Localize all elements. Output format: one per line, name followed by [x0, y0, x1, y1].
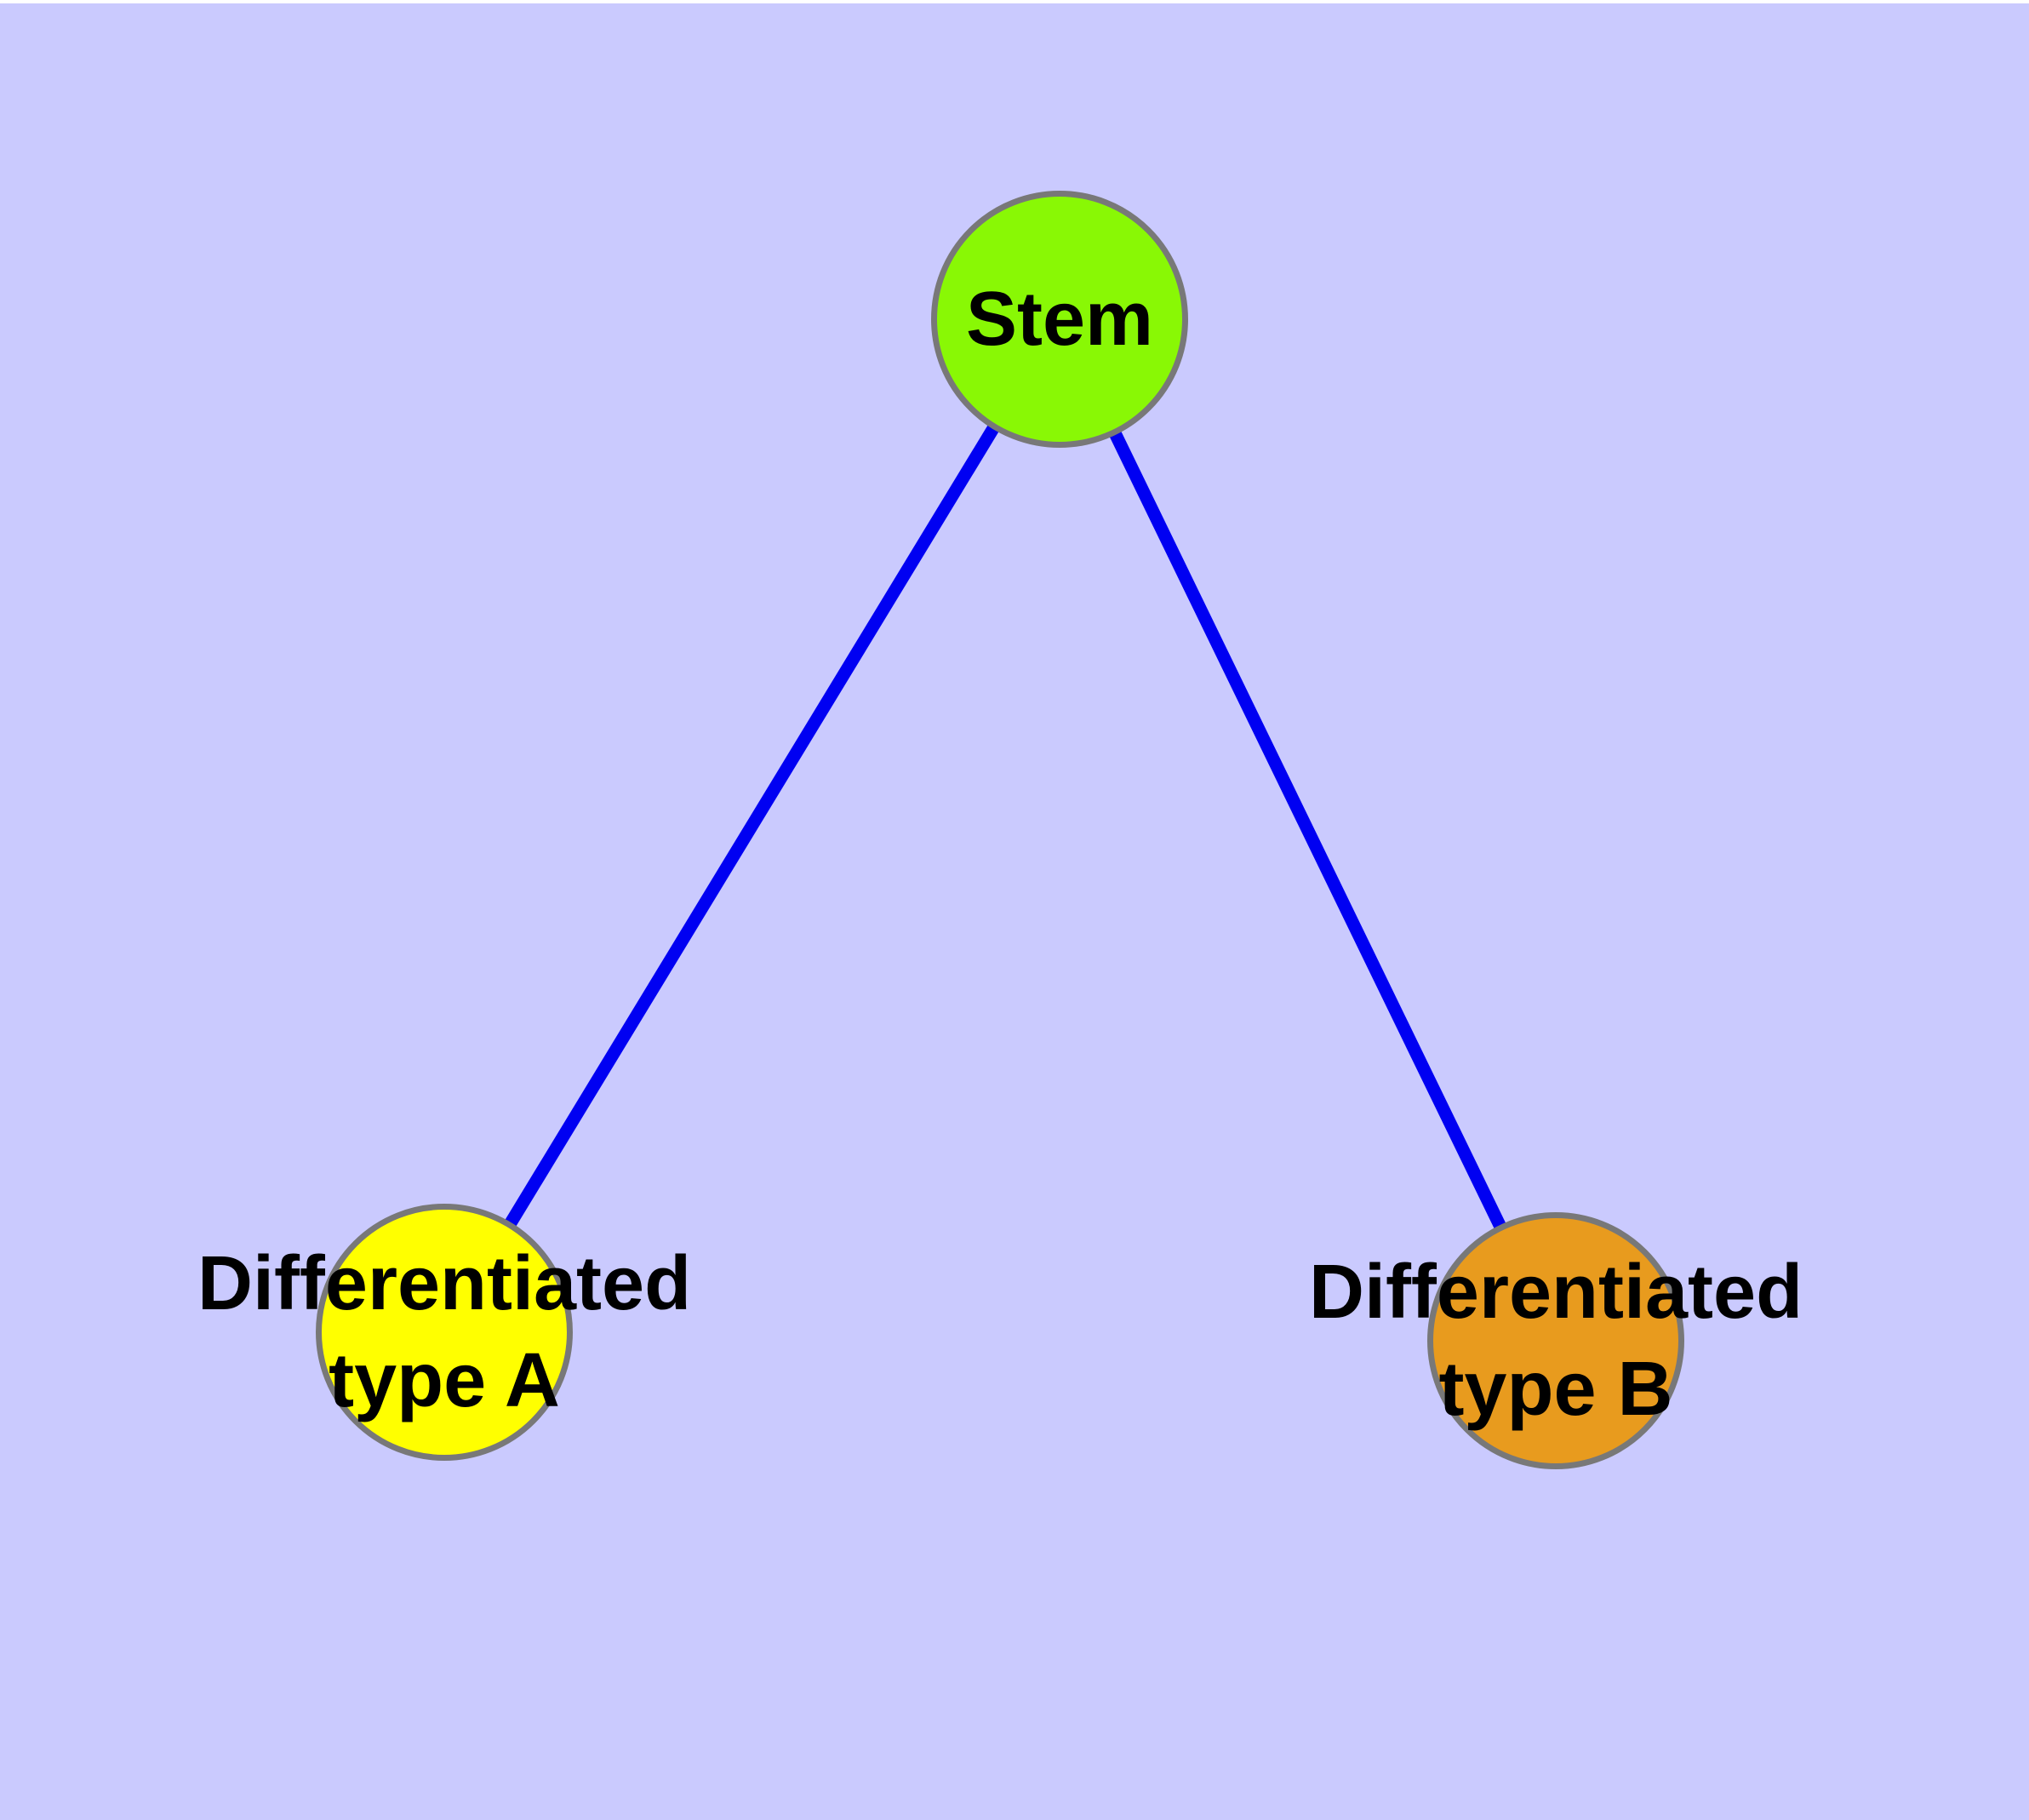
type-a-node-label: Differentiated type A: [197, 1235, 691, 1429]
node-differentiated-type-b: Differentiated type B: [1309, 1212, 1803, 1469]
stem-label-line: Stem: [965, 277, 1154, 362]
edge-stem-to-type-b: [1054, 316, 1562, 1344]
type-b-node-circle: [1427, 1212, 1684, 1469]
edge-stem-to-type-a: [438, 316, 1066, 1336]
type-a-node-circle: [316, 1204, 573, 1461]
stem-node-circle: [931, 191, 1188, 448]
node-stem: Stem: [931, 191, 1188, 448]
type-a-label-line-1: Differentiated: [197, 1241, 692, 1326]
type-b-label-line-1: Differentiated: [1308, 1250, 1803, 1335]
node-differentiated-type-a: Differentiated type A: [197, 1204, 691, 1461]
type-b-label-line-2: type B: [1438, 1347, 1673, 1432]
type-b-node-label: Differentiated type B: [1309, 1244, 1803, 1438]
window-edge-strip: [0, 0, 2029, 3]
type-a-label-line-2: type A: [329, 1338, 560, 1423]
stem-node-label: Stem: [966, 271, 1153, 368]
